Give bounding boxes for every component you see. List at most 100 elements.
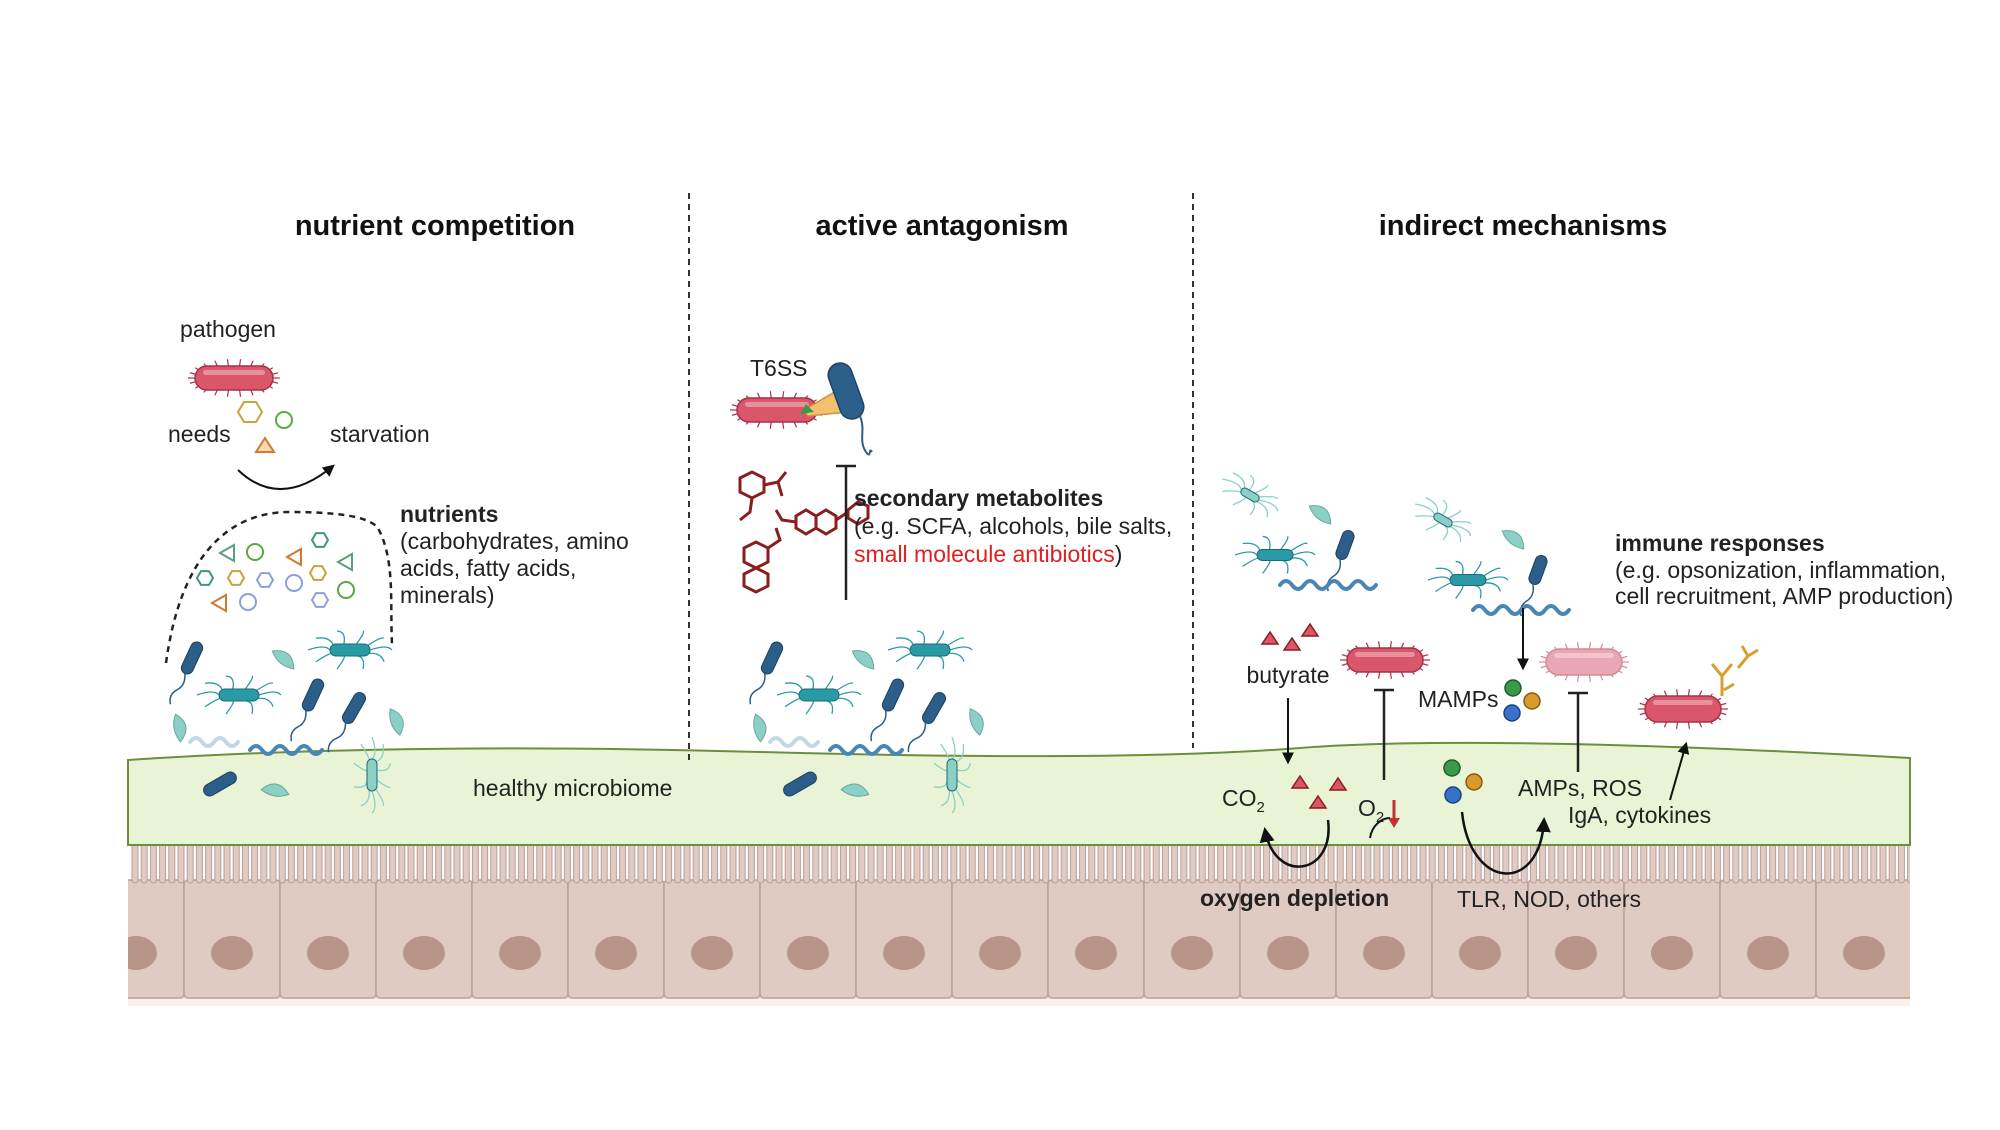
mamp-mucus-green-icon — [1443, 759, 1461, 777]
flagellated-commensal — [307, 630, 393, 670]
microvillus — [609, 843, 617, 884]
microvillus — [1428, 843, 1436, 884]
microvillus — [701, 843, 709, 884]
pathogen-label: pathogen — [180, 316, 276, 342]
microvillus — [343, 843, 351, 884]
microvillus — [619, 843, 627, 884]
butyrate-triangle-icon — [1282, 636, 1302, 651]
flagellated-commensal — [196, 675, 282, 715]
microvillus — [1787, 843, 1795, 884]
cell-nucleus — [1171, 936, 1213, 970]
opsonized-pathogen-bacterium — [1638, 689, 1728, 729]
microvillus — [315, 843, 323, 884]
amps-ros-label: AMPs, ROS — [1518, 775, 1642, 801]
nutrient-shapes — [195, 532, 355, 613]
microvillus — [885, 843, 893, 884]
nutrient-shape-icon — [217, 543, 235, 563]
microvillus — [1106, 843, 1114, 884]
microvillus — [1115, 843, 1123, 884]
microvillus — [444, 843, 452, 884]
commensal-community-1 — [169, 630, 404, 814]
microvillus — [775, 843, 783, 884]
microvillus — [1253, 843, 1261, 884]
microvillus — [1023, 843, 1031, 884]
microvillus — [1667, 843, 1675, 884]
microvillus — [1796, 843, 1804, 884]
t6ss-label: T6SS — [750, 355, 808, 381]
microvillus — [370, 843, 378, 884]
microvillus — [1907, 843, 1910, 884]
microvillus — [803, 843, 811, 884]
microvillus — [287, 843, 295, 884]
antibiotics-red-text: small molecule antibiotics — [854, 541, 1115, 567]
need-triangle-icon — [254, 436, 276, 453]
microvillus — [1134, 843, 1142, 884]
microvillus — [931, 843, 939, 884]
commensal-cluster-right — [1415, 497, 1571, 617]
flagellated-commensal — [776, 675, 862, 715]
microvillus — [1649, 843, 1657, 884]
nutrient-shape-icon — [310, 592, 330, 608]
nutrient-dome-line — [166, 512, 390, 663]
microvillus — [674, 843, 682, 884]
heading-indirect-mechanisms: indirect mechanisms — [1379, 210, 1668, 242]
pathogen-bacterium-oxygen — [1340, 641, 1430, 679]
microvillus — [849, 843, 857, 884]
microvillus — [1189, 843, 1197, 884]
microvillus — [195, 843, 203, 884]
curved-commensal — [260, 783, 290, 797]
nutrient-dome — [165, 513, 395, 663]
microvillus — [1263, 843, 1271, 884]
microvillus — [987, 843, 995, 884]
microvillus — [1759, 843, 1767, 884]
flagellated-commensal — [933, 736, 971, 814]
microvillus — [711, 843, 719, 884]
microvillus — [536, 843, 544, 884]
microvillus — [1815, 843, 1823, 884]
commensal-community-2 — [749, 630, 984, 814]
microvillus — [1566, 843, 1574, 884]
cell-nucleus — [403, 936, 445, 970]
microvillus — [1088, 843, 1096, 884]
curved-commensal — [1308, 505, 1332, 525]
cell-nucleus — [1459, 936, 1501, 970]
flagellated-commensal — [1234, 535, 1316, 574]
antibiotics-close-paren: ) — [1115, 541, 1123, 567]
microvillus — [1033, 843, 1041, 884]
cell-nucleus — [1363, 936, 1405, 970]
microvillus — [1750, 843, 1758, 884]
faded-pathogen-bacterium — [1539, 642, 1629, 682]
mamp-mucus-orange-icon — [1465, 773, 1483, 791]
butyrate-triangle-icon — [1300, 622, 1320, 637]
microvillus — [1051, 843, 1059, 884]
microvillus — [260, 843, 268, 884]
heading-active-antagonism: active antagonism — [815, 210, 1068, 242]
cell-nucleus — [211, 936, 253, 970]
microvillus — [1704, 843, 1712, 884]
pathogen-bacterium — [188, 359, 280, 397]
microvillus — [1272, 843, 1280, 884]
microvillus — [692, 843, 700, 884]
microvillus — [1125, 843, 1133, 884]
rod-commensal — [203, 771, 237, 797]
need-hexagon-icon — [236, 401, 264, 423]
curved-commensal — [753, 713, 767, 743]
metabolites-title: secondary metabolites — [854, 485, 1103, 511]
spirochete-commensal — [1278, 579, 1378, 591]
microvillus — [214, 843, 222, 884]
curved-commensal — [271, 650, 295, 670]
nutrient-pool-boundary — [166, 512, 390, 663]
microvillus — [1152, 843, 1160, 884]
microvillus — [1290, 843, 1298, 884]
microvillus — [1631, 843, 1639, 884]
cell-nucleus — [1939, 936, 1981, 970]
microvillus — [1640, 843, 1648, 884]
microvillus — [1474, 843, 1482, 884]
curved-commensal — [840, 783, 870, 797]
microvillus — [517, 843, 525, 884]
microvillus — [333, 843, 341, 884]
microvillus — [784, 843, 792, 884]
microvillus — [996, 843, 1004, 884]
cell-nucleus — [1651, 936, 1693, 970]
microvillus — [867, 843, 875, 884]
